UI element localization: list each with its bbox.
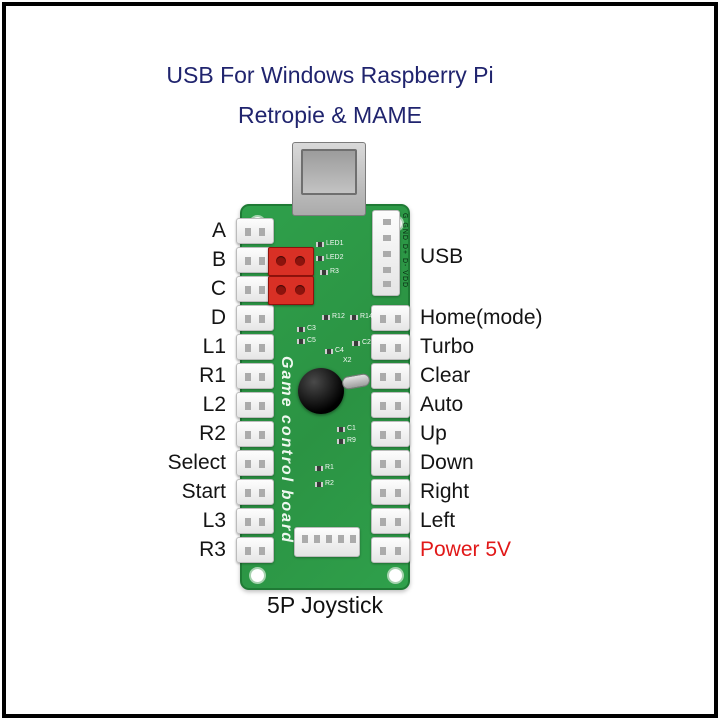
red-terminal-block-c: [268, 276, 314, 305]
c2-component: C2: [352, 339, 371, 347]
buzzer-component: [298, 368, 344, 414]
resistor-chip: [350, 314, 358, 320]
connector-r3: [236, 537, 274, 563]
led2-component: LED2: [316, 254, 344, 262]
capacitor-chip: [337, 426, 345, 432]
red-terminal-block-b: [268, 247, 314, 276]
resistor-chip: [315, 465, 323, 471]
resistor-chip: [315, 481, 323, 487]
connector-d: [236, 305, 274, 331]
mounting-hole-bottom-left: [249, 567, 266, 584]
connector-down: [371, 450, 410, 476]
usb-b-connector: [292, 142, 366, 216]
joystick-5pin-connector: [294, 527, 360, 557]
label-right: Right: [420, 480, 470, 503]
label-l1: L1: [202, 335, 226, 358]
r1-component: R1: [315, 464, 334, 472]
r3-component: R3: [320, 268, 339, 276]
connector-auto: [371, 392, 410, 418]
mounting-hole-bottom-right: [387, 567, 404, 584]
connector-start: [236, 479, 274, 505]
r12-component: R12: [322, 313, 345, 321]
capacitor-chip: [325, 348, 333, 354]
label-up: Up: [420, 422, 447, 445]
c3-component: C3: [297, 325, 316, 333]
connector-l1: [236, 334, 274, 360]
label-r3: R3: [199, 538, 226, 561]
label-left: Left: [420, 509, 456, 532]
connector-power: [371, 537, 410, 563]
label-r2: R2: [199, 422, 226, 445]
r14-component: R14: [350, 313, 373, 321]
connector-a: [236, 218, 274, 244]
label-c: C: [210, 277, 226, 300]
label-auto: Auto: [420, 393, 464, 416]
label-power-5v: Power 5V: [420, 538, 512, 561]
connector-clear: [371, 363, 410, 389]
connector-select: [236, 450, 274, 476]
capacitor-chip: [297, 338, 305, 344]
capacitor-chip: [352, 340, 360, 346]
connector-turbo: [371, 334, 410, 360]
label-b: B: [211, 248, 226, 271]
x2-component: X2: [343, 357, 352, 364]
connector-r1: [236, 363, 274, 389]
usb-header-connector: [372, 210, 400, 296]
connector-right: [371, 479, 410, 505]
label-select: Select: [167, 451, 226, 474]
label-start: Start: [181, 480, 226, 503]
r9-component: R9: [337, 437, 356, 445]
title-line1: USB For Windows Raspberry Pi: [166, 62, 494, 88]
c1-component: C1: [337, 425, 356, 433]
label-l3: L3: [202, 509, 226, 532]
label-usb: USB: [420, 245, 464, 268]
resistor-chip: [320, 269, 328, 275]
led-chip: [316, 241, 324, 247]
connector-l3: [236, 508, 274, 534]
usb-pinout-text: G GND D+ D- VDD: [401, 213, 408, 289]
resistor-chip: [322, 314, 330, 320]
connector-b: [236, 247, 274, 273]
resistor-chip: [337, 438, 345, 444]
label-r1: R1: [199, 364, 226, 387]
usb-b-opening: [301, 149, 357, 195]
label-l2: L2: [202, 393, 226, 416]
c4-component: C4: [325, 347, 344, 355]
label-turbo: Turbo: [420, 335, 475, 358]
label-a: A: [211, 219, 226, 242]
c5-component: C5: [297, 337, 316, 345]
title-line2: Retropie & MAME: [237, 102, 423, 128]
connector-r2: [236, 421, 274, 447]
led-chip: [316, 255, 324, 261]
connector-home: [371, 305, 410, 331]
board-silkscreen-name: Game control board: [278, 356, 295, 545]
bottom-caption: 5P Joystick: [267, 592, 383, 618]
connector-l2: [236, 392, 274, 418]
capacitor-chip: [297, 326, 305, 332]
label-clear: Clear: [420, 364, 471, 387]
r2-component: R2: [315, 480, 334, 488]
label-home: Home(mode): [420, 306, 543, 329]
led1-component: LED1: [316, 240, 344, 248]
label-d: D: [210, 306, 226, 329]
connector-up: [371, 421, 410, 447]
connector-left: [371, 508, 410, 534]
label-down: Down: [420, 451, 474, 474]
